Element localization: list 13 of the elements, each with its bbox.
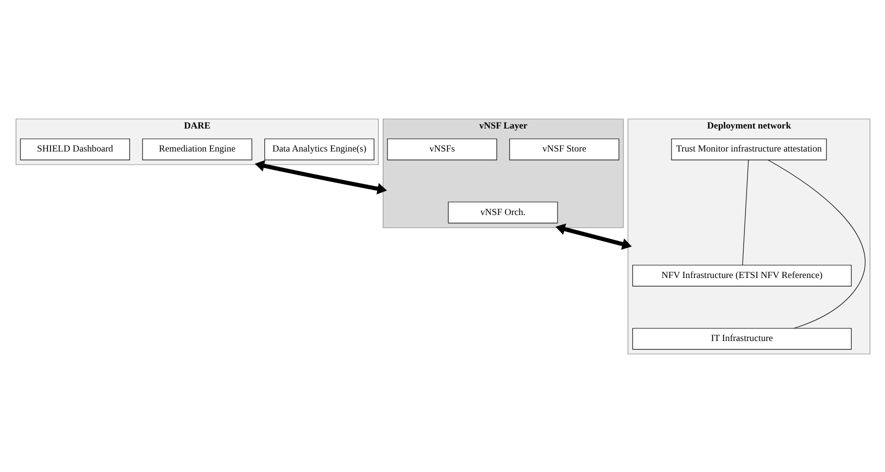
node-box: SHIELD Dashboard	[20, 138, 130, 160]
node-box: vNSF Store	[508, 138, 619, 160]
arrow	[555, 223, 632, 250]
arrow	[254, 160, 386, 194]
connector	[767, 159, 865, 328]
node-box: Remediation Engine	[142, 138, 252, 160]
connector	[742, 159, 748, 265]
node-box: Trust Monitor infrastructure attestation	[670, 138, 826, 160]
node-box: vNSF Orch.	[447, 201, 558, 223]
node-box: NFV Infrastructure (ETSI NFV Reference)	[632, 264, 852, 286]
node-box: Data Analytics Engine(s)	[264, 138, 374, 160]
node-box: vNSFs	[386, 138, 497, 160]
node-box: IT Infrastructure	[632, 327, 852, 350]
